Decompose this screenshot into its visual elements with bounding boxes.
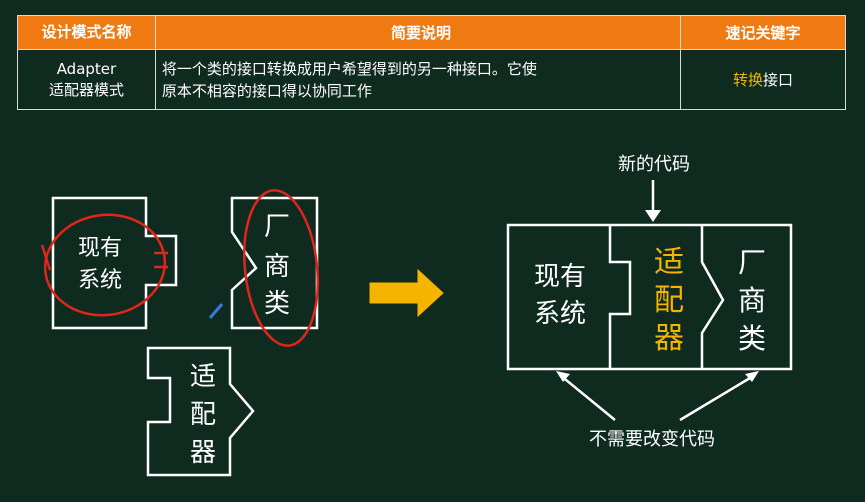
cell-keyword: 转换接口 [680, 49, 846, 110]
description-line-2: 原本不相容的接口得以协同工作 [161, 81, 372, 100]
cell-pattern-name: Adapter 适配器模式 [17, 49, 156, 110]
red-circle-vendor [243, 189, 319, 347]
existing-system-shape [51, 196, 178, 330]
combined-vendor-char-2: 商 [738, 284, 766, 317]
pattern-name-en: Adapter [56, 59, 117, 78]
pen-mark [208, 303, 224, 319]
table-row: Adapter 适配器模式 将一个类的接口转换成用户希望得到的另一种接口。它使 … [17, 49, 846, 110]
header-pattern-name: 设计模式名称 [17, 15, 156, 50]
transform-arrow [369, 268, 444, 318]
red-circle-existing [43, 213, 167, 317]
adapter-shape [146, 346, 255, 477]
adapter-char-2: 配 [190, 400, 216, 430]
description-line-1: 将一个类的接口转换成用户希望得到的另一种接口。它使 [161, 59, 537, 78]
combined-adapter-char-1: 适 [654, 245, 684, 280]
red-mark-left [40, 244, 52, 271]
no-change-arrow-right [679, 373, 756, 422]
new-code-arrowhead [645, 210, 661, 222]
adapter-char-1: 适 [190, 362, 216, 392]
combined-vendor-char-3: 类 [738, 322, 766, 355]
cell-description: 将一个类的接口转换成用户希望得到的另一种接口。它使 原本不相容的接口得以协同工作 [154, 49, 682, 110]
combined-outline [506, 223, 793, 371]
keyword-rest: 接口 [763, 71, 794, 89]
pattern-name-cn: 适配器模式 [48, 80, 124, 99]
combined-right-divider [700, 225, 725, 369]
table-header-row: 设计模式名称 简要说明 速记关键字 [17, 15, 846, 50]
combined-left-divider [608, 225, 632, 369]
vendor-class-shape [230, 196, 319, 330]
combined-adapter-char-2: 配 [654, 283, 684, 318]
combined-existing-label-1: 现有 [534, 262, 586, 292]
combined-existing-label-2: 系统 [534, 299, 586, 329]
new-code-label: 新的代码 [618, 154, 690, 175]
existing-system-label-2: 系统 [78, 268, 122, 293]
vendor-char-3: 类 [264, 289, 290, 319]
vendor-char-2: 商 [264, 252, 290, 282]
no-change-arrowhead-left [556, 371, 570, 382]
adapter-char-3: 器 [190, 438, 216, 468]
no-change-label: 不需要改变代码 [589, 429, 715, 450]
combined-vendor-char-1: 厂 [738, 246, 766, 279]
vendor-char-1: 厂 [264, 212, 290, 242]
combined-adapter-char-3: 器 [654, 321, 684, 356]
keyword-highlight: 转换 [733, 71, 764, 89]
no-change-arrowhead-right [745, 371, 759, 382]
no-change-arrow-left [559, 374, 616, 421]
pattern-table: 设计模式名称 简要说明 速记关键字 Adapter 适配器模式 将一个类的接口转… [17, 15, 846, 110]
existing-system-label-1: 现有 [78, 236, 122, 261]
